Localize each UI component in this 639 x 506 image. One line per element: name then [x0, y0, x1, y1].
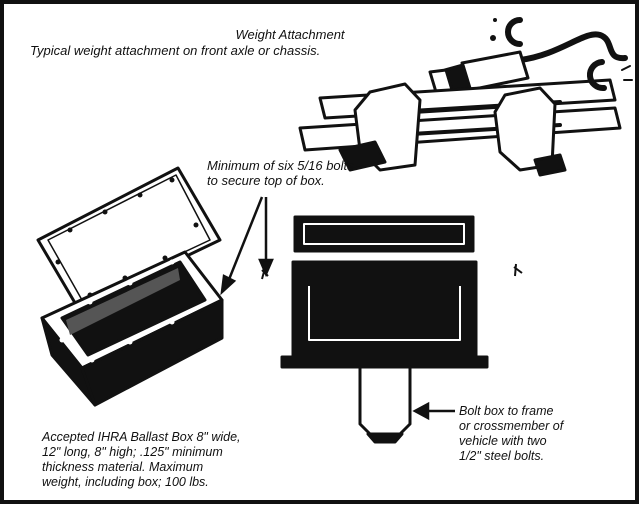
arrow-icon — [412, 401, 455, 421]
bolt-box-callout: Bolt box to frame or crossmember of vehi… — [459, 404, 564, 463]
diagram-subtitle: Typical weight attachment on front axle … — [30, 43, 321, 58]
axle-clamp-illustration — [298, 17, 633, 177]
bolts-callout: Minimum of six 5/16 bolts to secure top … — [207, 158, 354, 188]
ballast-box-open-illustration — [36, 166, 224, 407]
ballast-box-cross-section — [280, 215, 489, 444]
diagram-title: Weight Attachment — [235, 27, 345, 42]
bolts-arrows — [220, 196, 274, 296]
ballast-spec-callout: Accepted IHRA Ballast Box 8" wide, 12" l… — [42, 430, 241, 489]
small-bolt-marks — [261, 263, 523, 280]
